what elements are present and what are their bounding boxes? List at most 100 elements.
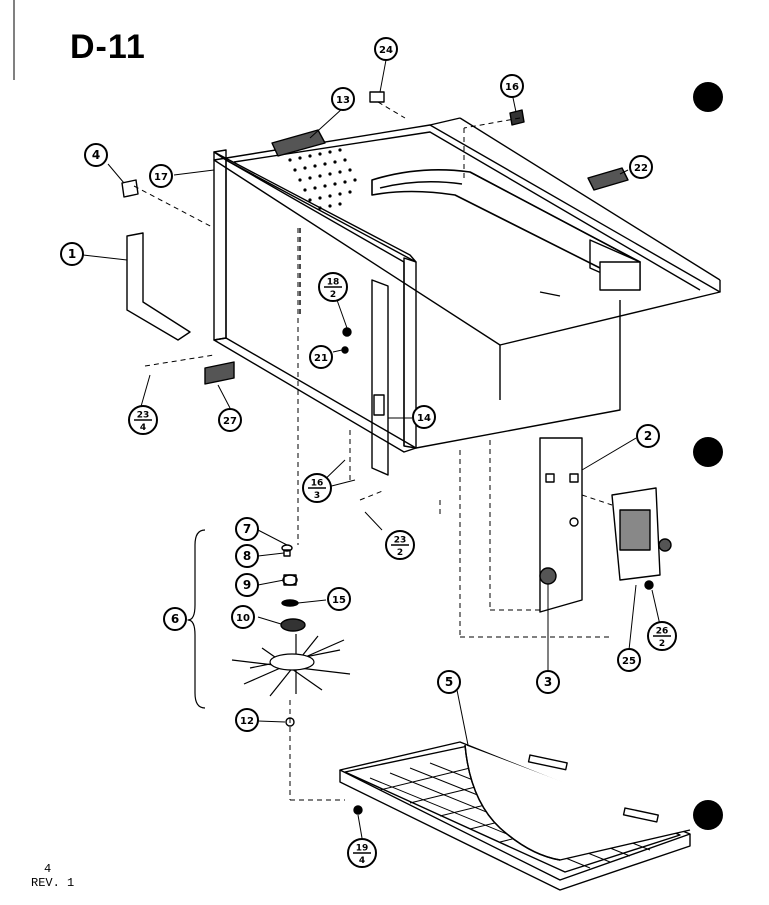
callout-circle <box>437 670 461 694</box>
callout-9: 9 <box>235 573 259 597</box>
callout-circle <box>412 405 436 429</box>
stirrer-fan-assembly <box>187 529 351 727</box>
qty-callout-26: 262 <box>647 621 677 651</box>
callout-circle <box>235 544 259 568</box>
part-4-block <box>121 179 139 198</box>
callout-25: 25 <box>617 648 641 672</box>
part-number: 18 <box>327 278 340 288</box>
callout-number: 14 <box>417 413 431 424</box>
callout-number: 10 <box>236 613 250 624</box>
callout-3: 3 <box>536 670 560 694</box>
callout-number: 8 <box>243 549 251 563</box>
callout-24: 24 <box>374 37 398 61</box>
callout-circle <box>235 708 259 732</box>
part-24-clip <box>369 91 385 103</box>
part-quantity: 4 <box>359 856 365 866</box>
callout-number: 9 <box>243 578 251 592</box>
revision-label: REV. 1 <box>31 876 75 890</box>
callout-12: 12 <box>235 708 259 732</box>
page-number: 4 <box>44 862 52 876</box>
callout-circle <box>327 587 351 611</box>
cavity-assembly <box>204 117 721 476</box>
callout-4: 4 <box>84 143 108 167</box>
part-2-latch-bracket <box>539 437 583 613</box>
callout-number: 12 <box>240 716 254 727</box>
callout-circle <box>231 605 255 629</box>
qty-callout-16: 163 <box>302 473 332 503</box>
callout-8: 8 <box>235 544 259 568</box>
callout-number: 1 <box>68 247 76 261</box>
callout-14: 14 <box>412 405 436 429</box>
callout-circle <box>235 573 259 597</box>
qty-callout-18: 182 <box>318 272 348 302</box>
callout-number: 24 <box>379 45 393 56</box>
callout-number: 17 <box>154 172 168 183</box>
callout-15: 15 <box>327 587 351 611</box>
part-number: 19 <box>356 844 369 854</box>
callout-circle <box>374 37 398 61</box>
callout-circle <box>163 607 187 631</box>
callout-16: 16 <box>500 74 524 98</box>
part-quantity: 2 <box>659 639 665 649</box>
callout-17: 17 <box>149 164 173 188</box>
part-quantity: 3 <box>314 491 320 501</box>
callout-circle <box>84 143 108 167</box>
registration-dot <box>693 800 723 830</box>
part-16-connector <box>509 109 525 126</box>
callout-circle <box>500 74 524 98</box>
callout-circle <box>309 345 333 369</box>
part-quantity: 2 <box>330 290 336 300</box>
part-quantity: 4 <box>140 423 146 433</box>
callout-27: 27 <box>218 408 242 432</box>
qty-callout-23: 232 <box>385 530 415 560</box>
callout-number: 21 <box>314 353 328 364</box>
callout-21: 21 <box>309 345 333 369</box>
callout-number: 2 <box>644 429 652 443</box>
callout-circle <box>331 87 355 111</box>
callout-circle <box>149 164 173 188</box>
registration-dot <box>693 82 723 112</box>
callout-circle <box>218 408 242 432</box>
part-number: 23 <box>137 411 150 421</box>
part-number: 16 <box>311 479 324 489</box>
callout-circle <box>235 517 259 541</box>
callout-circle <box>629 155 653 179</box>
part-number: 26 <box>656 627 669 637</box>
callout-number: 15 <box>332 595 346 606</box>
part-1-bracket <box>126 232 191 341</box>
callout-number: 4 <box>92 148 100 162</box>
registration-dot <box>693 437 723 467</box>
callout-circle <box>536 670 560 694</box>
callout-number: 16 <box>505 82 519 93</box>
callout-13: 13 <box>331 87 355 111</box>
callout-10: 10 <box>231 605 255 629</box>
part-5-bottom-tray <box>339 741 691 891</box>
callout-22: 22 <box>629 155 653 179</box>
callout-circle <box>636 424 660 448</box>
qty-callout-19: 194 <box>347 838 377 868</box>
callout-number: 7 <box>243 522 251 536</box>
part-25-switch-assembly <box>611 487 661 581</box>
callout-number: 27 <box>223 416 237 427</box>
callout-7: 7 <box>235 517 259 541</box>
part-22-terminal <box>587 167 629 191</box>
callout-6: 6 <box>163 607 187 631</box>
callout-number: 13 <box>336 95 350 106</box>
callout-number: 3 <box>544 675 552 689</box>
callout-circle <box>617 648 641 672</box>
callout-number: 5 <box>445 675 453 689</box>
callout-circle <box>60 242 84 266</box>
callout-5: 5 <box>437 670 461 694</box>
callout-number: 25 <box>622 656 636 667</box>
part-quantity: 2 <box>397 548 403 558</box>
part-number: 23 <box>394 536 407 546</box>
callout-number: 22 <box>634 163 648 174</box>
qty-callout-23: 234 <box>128 405 158 435</box>
vent-perforations <box>288 148 357 210</box>
page-title: D-11 <box>70 28 146 66</box>
callout-number: 6 <box>171 612 179 626</box>
callout-1: 1 <box>60 242 84 266</box>
callout-2: 2 <box>636 424 660 448</box>
